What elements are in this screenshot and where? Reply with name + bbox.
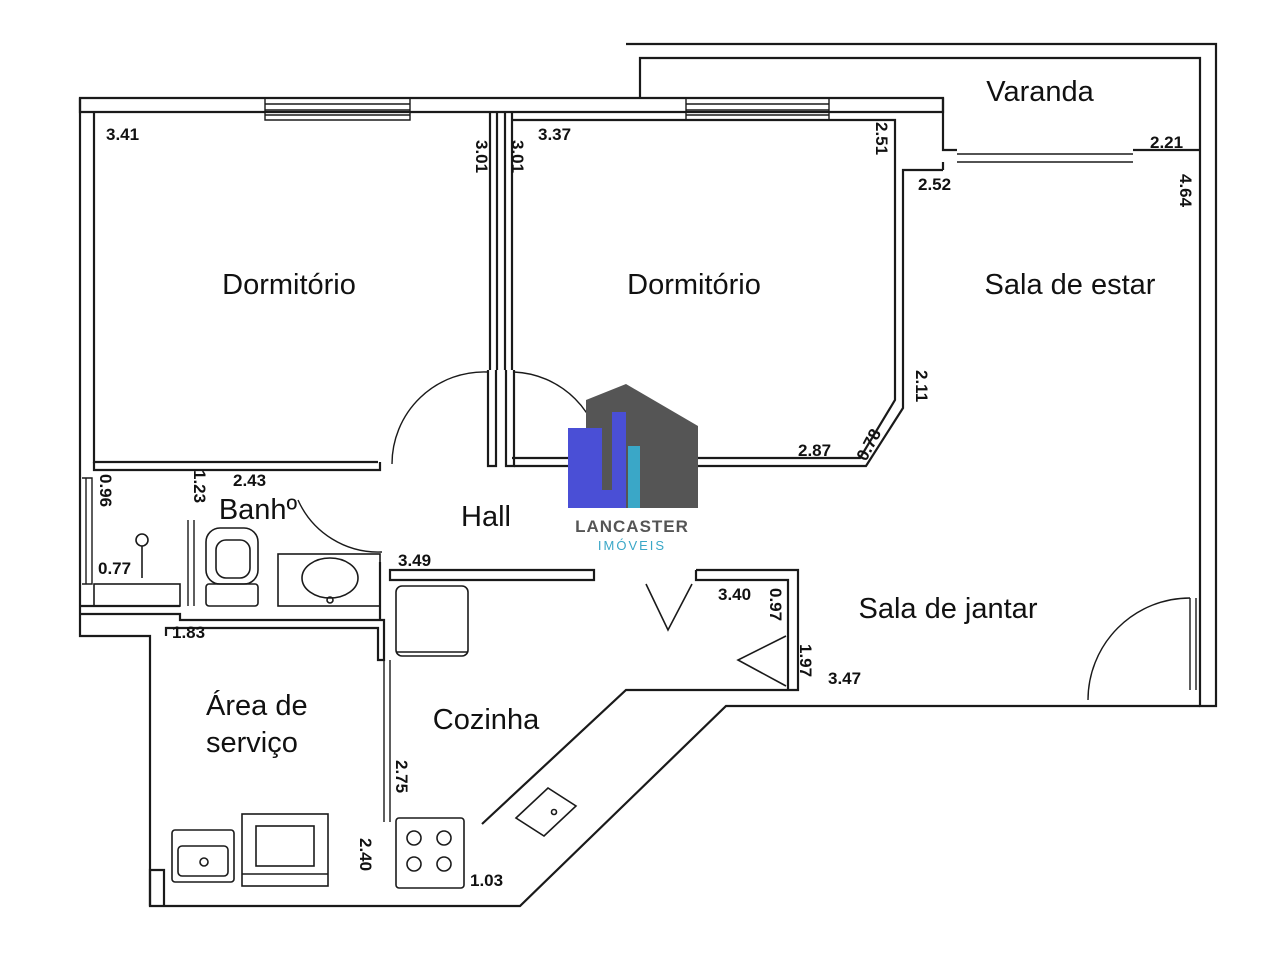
- dimension-label: 2.75: [392, 760, 411, 793]
- dimension-label: 2.21: [1150, 133, 1183, 152]
- step-marker-icon: [645, 583, 787, 687]
- dimension-label: 1.03: [470, 871, 503, 890]
- toilet-icon: [205, 527, 259, 607]
- dimension-label: 3.37: [538, 125, 571, 144]
- dimension-label: 0.97: [766, 588, 785, 621]
- dimension-label: 3.01: [472, 140, 491, 173]
- washing-machine-icon: [241, 813, 329, 887]
- dimension-label: 2.40: [356, 838, 375, 871]
- laundry-sink-icon: [171, 829, 235, 883]
- shower-icon: [93, 533, 181, 607]
- kitchen-sink-icon: [514, 786, 578, 838]
- room-label-dormitorio-1: Dormitório: [222, 269, 356, 301]
- sink-icon: [277, 553, 381, 607]
- dimension-label: 0.96: [96, 474, 115, 507]
- dimension-label: 3.47: [828, 669, 861, 688]
- room-label-cozinha: Cozinha: [433, 704, 540, 736]
- doors: [297, 371, 1191, 701]
- room-label-sala-estar: Sala de estar: [985, 269, 1156, 301]
- dimension-label: 3.49: [398, 551, 431, 570]
- dimension-label: 3.01: [508, 140, 527, 173]
- room-label-sala-jantar: Sala de jantar: [859, 593, 1038, 625]
- dimension-label: 4.64: [1176, 174, 1195, 208]
- dimension-label: 3.41: [106, 125, 139, 144]
- room-label-varanda: Varanda: [986, 76, 1094, 108]
- dimension-label: 2.87: [798, 441, 831, 460]
- windows: [264, 98, 830, 121]
- dimension-label: 1.23: [190, 470, 209, 503]
- dimension-label: 2.51: [872, 122, 891, 155]
- stove-icon: [395, 817, 465, 889]
- dimension-label: 1.83: [172, 623, 205, 642]
- room-label-area-servico-2: serviço: [206, 727, 298, 759]
- dimension-labels: 3.41 3.01 3.01 3.37 2.51 2.21 2.52 4.64 …: [96, 122, 1195, 890]
- dimension-label: 3.40: [718, 585, 751, 604]
- dimension-label: 2.11: [912, 370, 931, 402]
- dimension-label: 1.97: [796, 644, 815, 677]
- room-label-hall: Hall: [461, 501, 511, 533]
- logo-name: LANCASTER: [575, 517, 689, 536]
- lancaster-logo: LANCASTER IMÓVEIS: [568, 384, 698, 553]
- dimension-label: 2.52: [918, 175, 951, 194]
- dimension-label: 0.77: [98, 559, 131, 578]
- fridge-icon: [395, 585, 469, 657]
- fixtures: [93, 527, 787, 889]
- logo-subtitle: IMÓVEIS: [598, 538, 666, 553]
- room-labels: Varanda Dormitório Dormitório Sala de es…: [206, 76, 1156, 759]
- room-label-banho: Banhº: [219, 494, 298, 526]
- room-label-dormitorio-2: Dormitório: [627, 269, 761, 301]
- walls: [78, 42, 1218, 908]
- room-label-area-servico: Área de: [206, 689, 308, 722]
- dimension-label: 2.43: [233, 471, 266, 490]
